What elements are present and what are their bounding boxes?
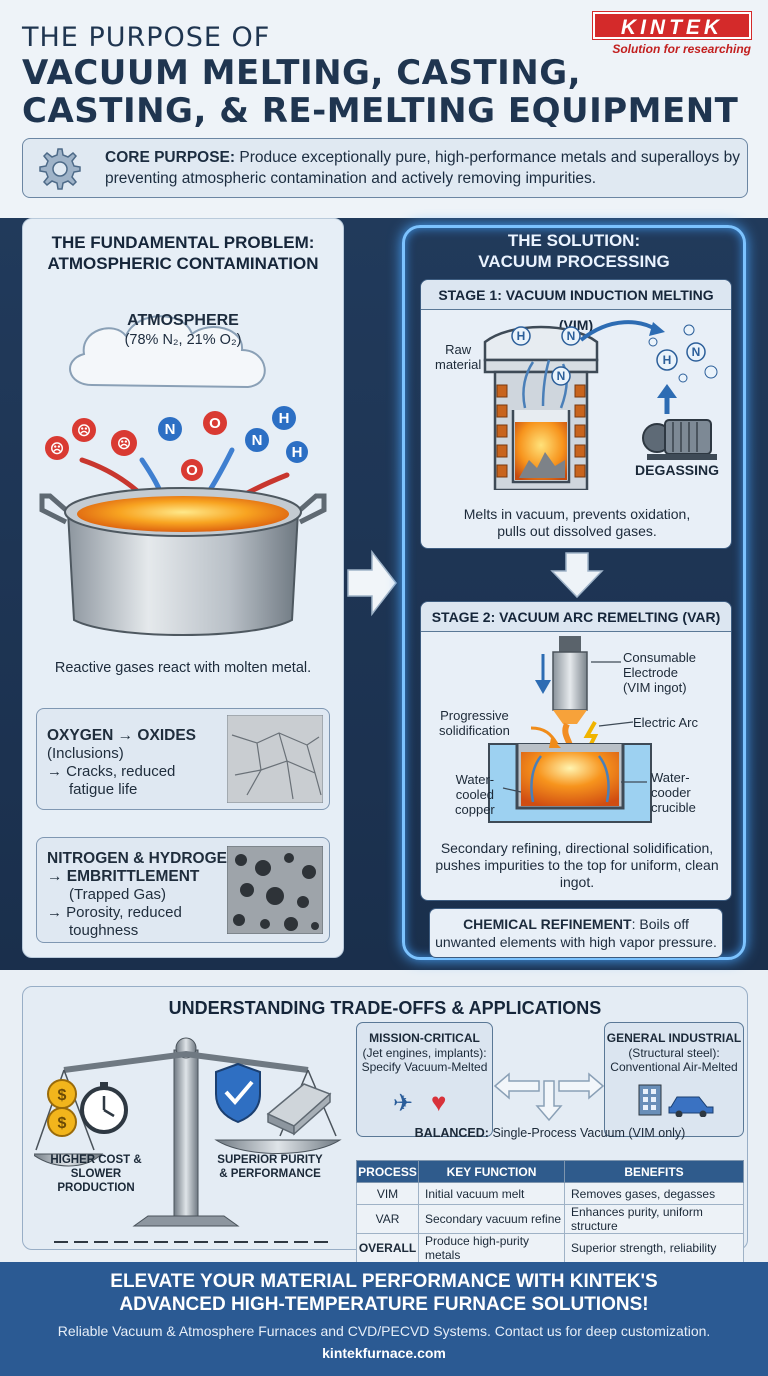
table-header: KEY FUNCTION <box>418 1160 565 1183</box>
degassing-label: DEGASSING <box>635 462 720 478</box>
solution-title: THE SOLUTION: VACUUM PROCESSING <box>478 231 670 271</box>
svg-text:H: H <box>663 353 672 367</box>
title-line1: THE PURPOSE OF <box>22 22 271 53</box>
table-header: PROCESS <box>356 1160 419 1183</box>
balanced-text: BALANCED: Single-Process Vacuum (VIM onl… <box>414 1126 686 1140</box>
table-row: VIM Initial vacuum melt Removes gases, d… <box>356 1182 744 1205</box>
problem-caption: Reactive gases react with molten metal. <box>54 660 312 676</box>
logo-tagline: Solution for researching <box>612 42 751 56</box>
metal-ingot-icon <box>266 1083 332 1136</box>
svg-text:H: H <box>517 329 526 343</box>
cloud-icon <box>69 315 266 389</box>
gas-n1: N <box>165 421 176 438</box>
logo-text: KINTEK <box>592 11 752 40</box>
solution-panel <box>402 225 746 960</box>
title-line2: VACUUM MELTING, CASTING, <box>22 53 582 93</box>
svg-text:N: N <box>557 369 566 383</box>
coins-icon: $ $ <box>47 1079 77 1137</box>
cracked-metal-image <box>227 715 323 803</box>
nitrogen-hydrogen-card: NITROGEN & HYDROGEN → EMBRITTLEMENT (Tra… <box>36 837 330 943</box>
tradeoffs-title: UNDERSTANDING TRADE-OFFS & APPLICATIONS <box>168 998 602 1018</box>
stage2-var-card: STAGE 2: VACUUM ARC REMELTING (VAR) Cons… <box>420 601 732 901</box>
stage2-title: STAGE 2: VACUUM ARC REMELTING (VAR) <box>421 602 731 632</box>
shield-check-icon <box>215 1062 261 1124</box>
svg-text:☹: ☹ <box>50 441 64 456</box>
table-row: OVERALL Produce high-purity metals Super… <box>356 1233 744 1263</box>
svg-text:$: $ <box>58 1087 67 1104</box>
branch-arrows-icon <box>493 1072 605 1122</box>
stage1-vim-card: STAGE 1: VACUUM INDUCTION MELTING (VIM) … <box>420 279 732 549</box>
airplane-icon: ✈ <box>393 1090 414 1117</box>
balance-scale-illustration: $ $ <box>34 1037 342 1243</box>
vacuum-pump-icon <box>642 419 717 460</box>
porous-metal-image <box>227 846 323 934</box>
title-main: VACUUM MELTING, CASTING, CASTING, & RE-M… <box>22 54 738 130</box>
right-pan-label: SUPERIOR PURITY& PERFORMANCE <box>217 1154 323 1180</box>
arrow-right-icon <box>347 549 397 617</box>
cta-banner <box>0 1262 768 1376</box>
svg-text:N: N <box>567 329 576 343</box>
var-furnace-illustration <box>488 636 652 823</box>
vim-furnace-illustration: H N N H N <box>483 320 718 490</box>
svg-text:H: H <box>279 410 290 427</box>
svg-text:N: N <box>692 345 701 359</box>
left-pan-label: HIGHER COST &SLOWER PRODUCTION <box>50 1154 142 1194</box>
stage2-caption: Secondary refining, directional solidifi… <box>435 840 719 890</box>
problem-title: THE FUNDAMENTAL PROBLEM: ATMOSPHERIC CON… <box>47 233 319 273</box>
contamination-illustration: ☹ ☹ ☹ N O O N H H <box>39 315 327 636</box>
gear-icon <box>39 148 81 190</box>
building-car-icon <box>638 1084 714 1117</box>
oxygen-card: OXYGEN → OXIDES (Inclusions) → Cracks, r… <box>36 708 330 810</box>
heart-icon: ♥ <box>431 1087 447 1117</box>
svg-text:☹: ☹ <box>117 436 131 451</box>
electric-arc-label: Electric Arc <box>633 715 699 730</box>
table-row: VAR Secondary vacuum refine Enhances pur… <box>356 1204 744 1234</box>
process-table: PROCESS KEY FUNCTION BENEFITS VIM Initia… <box>356 1160 744 1263</box>
cloud-title: ATMOSPHERE <box>127 312 239 329</box>
svg-text:☹: ☹ <box>77 423 91 438</box>
kintek-logo[interactable]: KINTEK Solution for researching <box>592 11 752 64</box>
title-line3: CASTING, & RE-MELTING EQUIPMENT <box>22 91 739 131</box>
svg-text:O: O <box>186 462 198 479</box>
stopwatch-icon <box>80 1082 128 1134</box>
core-purpose-box: CORE PURPOSE: Produce exceptionally pure… <box>22 138 748 198</box>
svg-text:N: N <box>252 432 263 449</box>
general-industrial-card: GENERAL INDUSTRIAL (Structural steel): C… <box>604 1022 744 1137</box>
cta-headline: ELEVATE YOUR MATERIAL PERFORMANCE WITH K… <box>110 1271 658 1315</box>
arrow-down-icon <box>550 552 604 599</box>
core-purpose-text: CORE PURPOSE: Produce exceptionally pure… <box>105 149 740 187</box>
mission-critical-card: MISSION-CRITICAL (Jet engines, implants)… <box>356 1022 493 1137</box>
oxygen-title: OXYGEN → OXIDES <box>47 727 197 744</box>
table-header: BENEFITS <box>564 1160 744 1183</box>
stage1-title: STAGE 1: VACUUM INDUCTION MELTING (VIM) <box>421 280 731 333</box>
svg-text:$: $ <box>58 1115 67 1132</box>
svg-text:H: H <box>292 444 303 461</box>
cta-subtext: Reliable Vacuum & Atmosphere Furnaces an… <box>57 1323 711 1339</box>
cloud-subtitle: (78% N₂, 21% O₂) <box>124 332 242 348</box>
website-link[interactable]: kintekfurnace.com <box>322 1345 446 1361</box>
stage1-caption: Melts in vacuum, prevents oxidation,pull… <box>463 506 691 539</box>
svg-text:O: O <box>209 415 221 432</box>
